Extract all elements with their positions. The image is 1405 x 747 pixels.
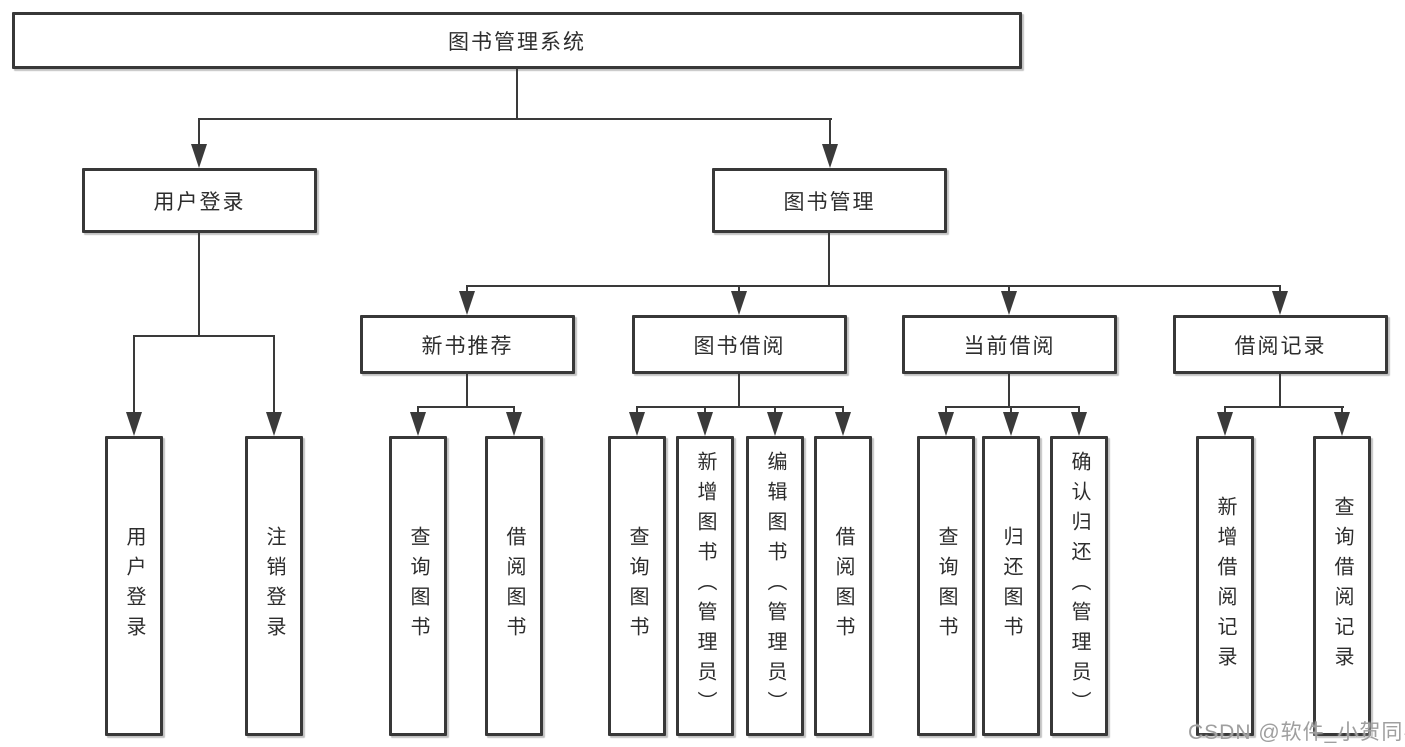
leaf-query-borrow-record: 查询借阅记录 bbox=[1313, 436, 1371, 736]
leaf-query-books-current: 查询图书 bbox=[917, 436, 975, 736]
connector-rec-right bbox=[513, 407, 515, 415]
leaf-edit-book-admin: 编辑图书（管理员） bbox=[746, 436, 804, 736]
connector-to-login-group bbox=[198, 119, 200, 147]
connector-to-current-borrow bbox=[1008, 286, 1010, 294]
leaf-query-borrow-record-label: 查询借阅记录 bbox=[1331, 496, 1353, 676]
connector-login-stem bbox=[198, 233, 200, 337]
leaf-borrow-books-label: 借阅图书 bbox=[832, 526, 854, 646]
connector-borrow-2 bbox=[704, 407, 706, 415]
node-current-borrow: 当前借阅 bbox=[902, 315, 1117, 374]
connector-borrow-3 bbox=[774, 407, 776, 415]
leaf-add-book-admin-label: 新增图书（管理员） bbox=[694, 451, 716, 721]
node-login-group: 用户登录 bbox=[82, 168, 317, 233]
connector-borrow-4 bbox=[842, 407, 844, 415]
connector-to-book-mgmt bbox=[829, 119, 831, 147]
arrowhead-rec-borrow bbox=[506, 412, 522, 436]
leaf-borrow-books: 借阅图书 bbox=[814, 436, 872, 736]
leaf-edit-book-admin-label: 编辑图书（管理员） bbox=[764, 451, 786, 721]
arrowhead-book-mgmt bbox=[822, 144, 838, 168]
connector-root-split bbox=[198, 118, 832, 120]
connector-to-borrow-records bbox=[1279, 286, 1281, 294]
arrowhead-current-query bbox=[938, 412, 954, 436]
connector-to-new-book-rec bbox=[466, 286, 468, 294]
arrowhead-records-query bbox=[1334, 412, 1350, 436]
connector-records-split bbox=[1224, 406, 1344, 408]
arrowhead-borrow-query bbox=[629, 412, 645, 436]
connector-current-split bbox=[945, 406, 1080, 408]
node-borrow-records: 借阅记录 bbox=[1173, 315, 1388, 374]
connector-borrow-1 bbox=[636, 407, 638, 415]
connector-login-split bbox=[133, 335, 275, 337]
leaf-logout-label: 注销登录 bbox=[263, 526, 285, 646]
connector-borrow-stem bbox=[738, 374, 740, 408]
arrowhead-logout bbox=[266, 412, 282, 436]
connector-mgmt-stem bbox=[828, 233, 830, 287]
connector-mgmt-split bbox=[466, 285, 1281, 287]
node-current-borrow-label: 当前借阅 bbox=[963, 334, 1056, 358]
connector-rec-split bbox=[417, 406, 515, 408]
leaf-query-books-current-label: 查询图书 bbox=[935, 526, 957, 646]
node-book-borrow-label: 图书借阅 bbox=[693, 334, 786, 358]
leaf-borrow-books-rec: 借阅图书 bbox=[485, 436, 543, 736]
leaf-return-book-label: 归还图书 bbox=[1000, 526, 1022, 646]
connector-borrow-split bbox=[636, 406, 844, 408]
leaf-confirm-return-admin: 确认归还（管理员） bbox=[1050, 436, 1108, 736]
node-book-mgmt-label: 图书管理 bbox=[783, 190, 876, 214]
arrowhead-current-confirm bbox=[1071, 412, 1087, 436]
arrowhead-borrow-records bbox=[1272, 291, 1288, 315]
leaf-add-book-admin: 新增图书（管理员） bbox=[676, 436, 734, 736]
arrowhead-borrow-add bbox=[697, 412, 713, 436]
leaf-user-login-label: 用户登录 bbox=[123, 526, 145, 646]
arrowhead-new-book-rec bbox=[459, 291, 475, 315]
connector-current-1 bbox=[945, 407, 947, 415]
arrowhead-current-return bbox=[1003, 412, 1019, 436]
leaf-query-books-borrow: 查询图书 bbox=[608, 436, 666, 736]
arrowhead-book-borrow bbox=[731, 291, 747, 315]
arrowhead-rec-query bbox=[410, 412, 426, 436]
node-borrow-records-label: 借阅记录 bbox=[1234, 334, 1327, 358]
arrowhead-records-add bbox=[1217, 412, 1233, 436]
connector-records-stem bbox=[1279, 374, 1281, 408]
leaf-add-borrow-record-label: 新增借阅记录 bbox=[1214, 496, 1236, 676]
node-login-group-label: 用户登录 bbox=[153, 190, 246, 214]
connector-current-3 bbox=[1078, 407, 1080, 415]
connector-to-logout bbox=[273, 336, 275, 416]
leaf-query-books-rec: 查询图书 bbox=[389, 436, 447, 736]
arrowhead-borrow-borrow bbox=[835, 412, 851, 436]
node-new-book-rec: 新书推荐 bbox=[360, 315, 575, 374]
arrowhead-borrow-edit bbox=[767, 412, 783, 436]
leaf-user-login: 用户登录 bbox=[105, 436, 163, 736]
leaf-logout: 注销登录 bbox=[245, 436, 303, 736]
leaf-query-books-rec-label: 查询图书 bbox=[407, 526, 429, 646]
leaf-borrow-books-rec-label: 借阅图书 bbox=[503, 526, 525, 646]
arrowhead-user-login bbox=[126, 412, 142, 436]
leaf-query-books-borrow-label: 查询图书 bbox=[626, 526, 648, 646]
leaf-add-borrow-record: 新增借阅记录 bbox=[1196, 436, 1254, 736]
connector-records-2 bbox=[1341, 407, 1343, 415]
leaf-confirm-return-admin-label: 确认归还（管理员） bbox=[1068, 451, 1090, 721]
node-root-label: 图书管理系统 bbox=[448, 30, 586, 54]
node-book-mgmt: 图书管理 bbox=[712, 168, 947, 233]
connector-rec-stem bbox=[466, 374, 468, 408]
node-root: 图书管理系统 bbox=[12, 12, 1022, 69]
arrowhead-current-borrow bbox=[1001, 291, 1017, 315]
node-new-book-rec-label: 新书推荐 bbox=[421, 334, 514, 358]
leaf-return-book: 归还图书 bbox=[982, 436, 1040, 736]
watermark: CSDN @软件_小贺同学 bbox=[1188, 721, 1405, 744]
connector-root-stem bbox=[516, 69, 518, 119]
connector-to-book-borrow bbox=[738, 286, 740, 294]
connector-records-1 bbox=[1224, 407, 1226, 415]
connector-to-user-login bbox=[133, 336, 135, 416]
connector-current-2 bbox=[1010, 407, 1012, 415]
connector-rec-left bbox=[417, 407, 419, 415]
arrowhead-login-group bbox=[191, 144, 207, 168]
node-book-borrow: 图书借阅 bbox=[632, 315, 847, 374]
connector-current-stem bbox=[1008, 374, 1010, 408]
